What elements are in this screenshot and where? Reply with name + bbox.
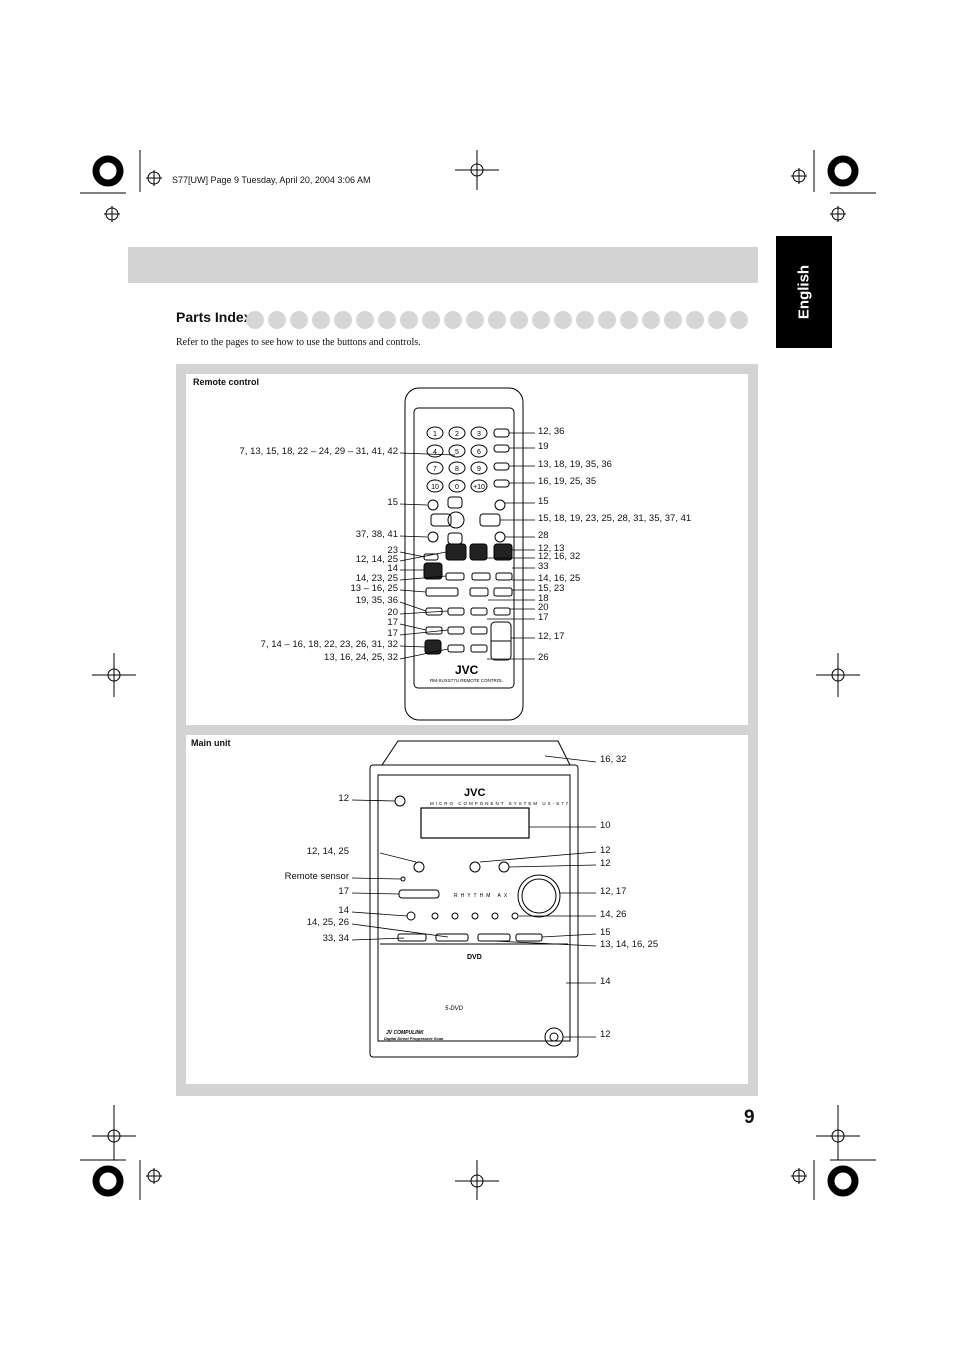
intro-text: Refer to the pages to see how to use the…	[176, 337, 421, 348]
remote-model: RM-SUXS77U REMOTE CONTROL	[430, 678, 503, 683]
svg-text:10: 10	[431, 484, 439, 491]
main-right-page-ref: 16, 32	[600, 754, 627, 765]
main-right-page-ref: 10	[600, 820, 611, 831]
main-right-page-ref: 12	[600, 845, 611, 856]
remote-right-page-ref: 28	[538, 530, 549, 541]
main-right-page-ref: 12	[600, 858, 611, 869]
remote-right-page-ref: 14, 16, 25	[538, 573, 581, 584]
remote-right-page-ref: 12, 13	[538, 543, 565, 554]
remote-left-page-ref: 23	[387, 545, 398, 556]
svg-text:+10: +10	[473, 484, 485, 491]
svg-text:6: 6	[477, 449, 481, 456]
main-left-page-ref: Remote sensor	[284, 871, 349, 882]
main-left-page-ref: 14, 25, 26	[306, 917, 349, 928]
remote-right-page-ref: 20	[538, 602, 549, 613]
dvd-logo: DVD	[467, 954, 482, 961]
compulink-text: JV COMPULINK	[386, 1030, 424, 1036]
remote-left-page-ref: 15	[387, 497, 398, 508]
remote-title: Remote control	[193, 377, 260, 387]
title-dots	[246, 311, 748, 329]
five-dvd-text: 5-DVD	[445, 1006, 464, 1012]
remote-left-page-ref: 37, 38, 41	[355, 529, 398, 540]
remote-left-page-ref: 7, 13, 15, 18, 22 – 24, 29 – 31, 41, 42	[239, 446, 398, 457]
svg-text:9: 9	[477, 466, 481, 473]
remote-right-page-ref: 16, 19, 25, 35	[538, 476, 597, 487]
svg-text:1: 1	[433, 431, 437, 438]
main-brand: JVC	[464, 787, 485, 799]
main-left-page-ref: 12, 14, 25	[306, 846, 349, 857]
main-right-page-ref: 14, 26	[600, 909, 627, 920]
remote-left-page-ref: 19, 35, 36	[355, 595, 398, 606]
main-right-page-ref: 15	[600, 927, 611, 938]
main-right-page-ref: 13, 14, 16, 25	[600, 939, 659, 950]
remote-right-page-ref: 15, 18, 19, 23, 25, 28, 31, 35, 37, 41	[538, 513, 692, 524]
remote-left-page-ref: 7, 14 – 16, 18, 22, 23, 26, 31, 32	[260, 639, 398, 650]
system-text: MICRO COMPONENT SYSTEM UX-S77	[430, 801, 570, 806]
remote-right-page-ref: 12, 36	[538, 426, 565, 437]
number-buttons	[426, 426, 488, 493]
remote-right-page-ref: 15	[538, 496, 549, 507]
remote-left-page-ref: 13 – 16, 25	[350, 583, 398, 594]
remote-panel	[186, 374, 748, 725]
main-left-page-ref: 12	[338, 793, 349, 804]
svg-text:2: 2	[455, 431, 459, 438]
remote-right-page-ref: 18	[538, 593, 549, 604]
dps-text: Digital Direct Progressive Scan	[384, 1036, 444, 1041]
remote-left-page-ref: 13, 16, 24, 25, 32	[324, 652, 398, 663]
page-number: 9	[744, 1107, 755, 1128]
svg-text:4: 4	[433, 449, 437, 456]
main-right-page-ref: 14	[600, 976, 611, 987]
remote-left-page-ref: 14, 23, 25	[355, 573, 398, 584]
remote-right-page-ref: 33	[538, 561, 549, 572]
remote-right-page-ref: 13, 18, 19, 35, 36	[538, 459, 612, 470]
header-band	[128, 247, 758, 283]
remote-brand: JVC	[455, 663, 479, 677]
remote-right-page-ref: 15, 23	[538, 583, 565, 594]
svg-text:5: 5	[455, 449, 459, 456]
registration-marks	[80, 150, 876, 1200]
main-left-page-ref: 14	[338, 905, 349, 916]
remote-left-page-ref: 20	[387, 607, 398, 618]
remote-left-page-ref: 17	[387, 628, 398, 639]
svg-text:3: 3	[477, 431, 481, 438]
language-tab: English	[776, 236, 832, 348]
main-unit-title: Main unit	[191, 738, 231, 748]
main-left-page-ref: 17	[338, 886, 349, 897]
svg-text:7: 7	[433, 466, 437, 473]
remote-right-page-ref: 19	[538, 441, 549, 452]
remote-right-page-ref: 26	[538, 652, 549, 663]
rhythm-text: RHYTHM AX	[454, 893, 510, 899]
main-right-page-ref: 12	[600, 1029, 611, 1040]
print-header: S77[UW] Page 9 Tuesday, April 20, 2004 3…	[172, 175, 371, 185]
remote-right-page-ref: 12, 16, 32	[538, 551, 581, 562]
main-right-page-ref: 12, 17	[600, 886, 627, 897]
remote-left-page-ref: 12, 14, 25	[355, 554, 398, 565]
main-left-page-ref: 33, 34	[322, 933, 349, 944]
svg-text:0: 0	[455, 484, 459, 491]
remote-left-page-ref: 17	[387, 617, 398, 628]
remote-right-page-ref: 12, 17	[538, 631, 565, 642]
main-unit-panel	[186, 735, 748, 1084]
remote-left-page-ref: 14	[387, 563, 398, 574]
section-title: Parts Index	[176, 309, 252, 325]
svg-text:8: 8	[455, 466, 459, 473]
remote-right-page-ref: 17	[538, 612, 549, 623]
